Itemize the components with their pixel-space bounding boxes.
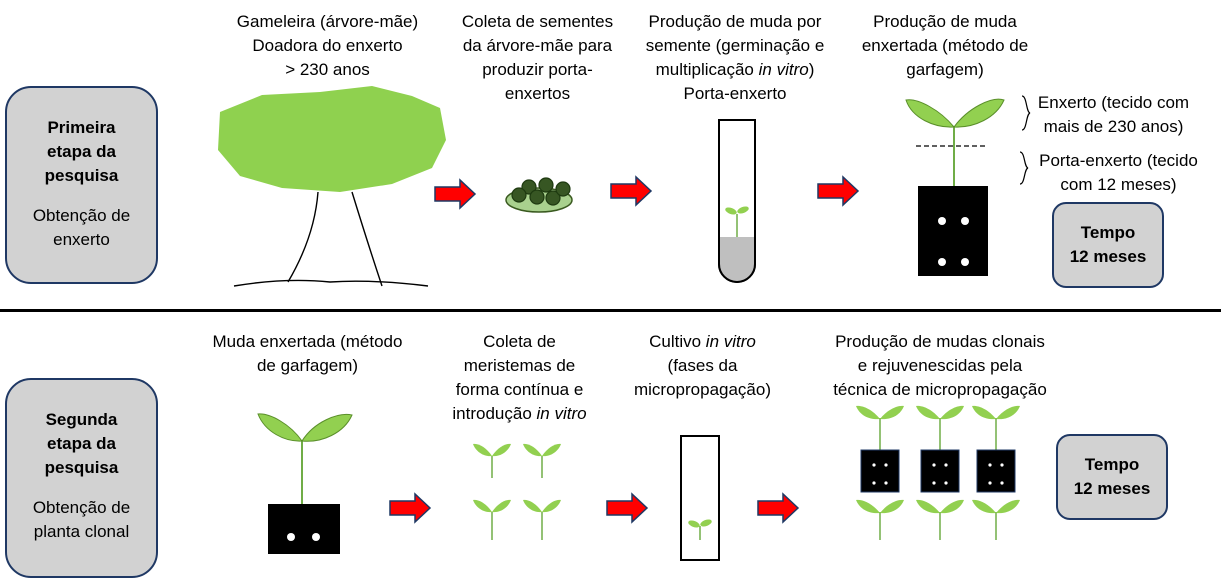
arrow-2-1	[389, 492, 432, 524]
caption-culture-italic: in vitro	[705, 332, 756, 351]
arrow-2-2	[606, 492, 649, 524]
tree-trunk-right	[351, 191, 383, 287]
arrow-2-3	[757, 492, 800, 524]
meristem-shoots	[473, 443, 561, 540]
stage2-illustrations	[257, 405, 1020, 561]
tree-crown	[218, 86, 446, 192]
label-rootstock: Porta-enxerto (tecido com 12 meses)	[1039, 151, 1198, 194]
tree-illustration	[218, 86, 1031, 287]
label-scion: Enxerto (tecido com mais de 230 anos)	[1037, 93, 1190, 136]
caption-seedling-italic: in vitro	[758, 60, 809, 79]
caption-meristem-text: Coleta de meristemas de forma contínua e…	[452, 332, 584, 423]
stage-divider	[0, 309, 1221, 312]
caption-seedling-text: Produção de muda por semente (germinação…	[645, 12, 825, 79]
stage2-subtitle: Obtenção de planta clonal	[32, 498, 131, 541]
caption-meristem: Coleta de meristemas de forma contínua e…	[432, 330, 607, 426]
stage1-subtitle: Obtenção de enxerto	[32, 206, 131, 249]
stage2-time-box: Tempo 12 meses	[1056, 434, 1168, 520]
caption-seedling: Produção de muda por semente (germinação…	[625, 10, 845, 106]
grafted-plant-1	[905, 95, 1031, 276]
stage1-box: Primeira etapa da pesquisa Obtenção de e…	[5, 86, 158, 284]
tree-ground	[233, 279, 429, 287]
caption-seeds: Coleta de sementes da árvore-mãe para pr…	[461, 12, 614, 103]
arrow-1-1	[434, 178, 477, 210]
grafted-plant-2	[257, 413, 353, 554]
test-tube-2	[680, 435, 720, 561]
clonal-plants	[856, 405, 1020, 540]
caption-grafted-1: Produção de muda enxertada (método de ga…	[861, 12, 1029, 79]
caption-tree: Gameleira (árvore-mãe) Doadora do enxert…	[236, 12, 419, 79]
caption-seedling-text-end: ) Porta-enxerto	[683, 60, 815, 103]
arrow-1-3	[817, 175, 860, 207]
seeds-dish	[505, 177, 573, 213]
stage2-title: Segunda etapa da pesquisa	[44, 410, 119, 477]
arrow-1-2	[610, 175, 653, 207]
caption-grafted-2: Muda enxertada (método de garfagem)	[212, 332, 403, 375]
caption-culture: Cultivo in vitro (fases da micropropagaç…	[615, 330, 790, 402]
tree-trunk-left	[287, 191, 319, 283]
stage1-time-box: Tempo 12 meses	[1052, 202, 1164, 288]
caption-meristem-italic: in vitro	[536, 404, 587, 423]
stage1-title: Primeira etapa da pesquisa	[44, 118, 119, 185]
caption-culture-text-end: (fases da micropropagação)	[633, 356, 771, 399]
test-tube-1	[718, 119, 756, 283]
caption-culture-text: Cultivo	[649, 332, 706, 351]
caption-clones: Produção de mudas clonais e rejuvenescid…	[833, 332, 1047, 399]
